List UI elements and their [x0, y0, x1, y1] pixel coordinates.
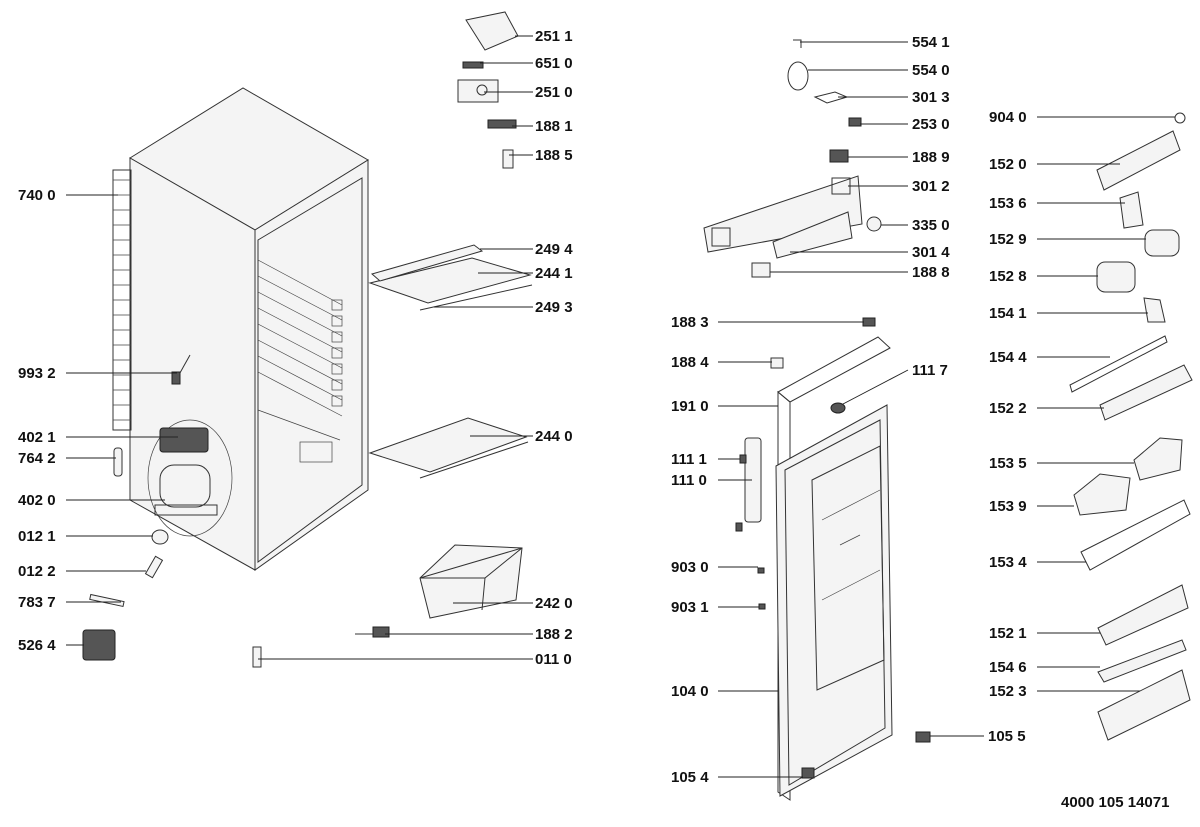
- label-249-4: 249 4: [535, 241, 573, 258]
- label-764-2: 764 2: [18, 450, 56, 467]
- label-301-4: 301 4: [912, 244, 950, 261]
- label-105-4: 105 4: [671, 769, 709, 786]
- label-153-5: 153 5: [989, 455, 1027, 472]
- label-011-0: 011 0: [535, 651, 572, 668]
- label-153-6: 153 6: [989, 195, 1027, 212]
- label-526-4: 526 4: [18, 637, 56, 654]
- label-242-0: 242 0: [535, 595, 573, 612]
- label-301-2: 301 2: [912, 178, 950, 195]
- label-188-3: 188 3: [671, 314, 709, 331]
- label-904-0: 904 0: [989, 109, 1027, 126]
- label-993-2: 993 2: [18, 365, 56, 382]
- label-153-9: 153 9: [989, 498, 1027, 515]
- label-153-4: 153 4: [989, 554, 1027, 571]
- label-249-3: 249 3: [535, 299, 573, 316]
- label-903-1: 903 1: [671, 599, 709, 616]
- label-012-2: 012 2: [18, 563, 56, 580]
- cabinet-drawing: [82, 11, 533, 668]
- label-105-5: 105 5: [988, 728, 1026, 745]
- label-154-1: 154 1: [989, 305, 1027, 322]
- label-554-0: 554 0: [912, 62, 950, 79]
- door-drawing: [703, 39, 1193, 801]
- label-188-9: 188 9: [912, 149, 950, 166]
- label-651-0: 651 0: [535, 55, 573, 72]
- label-188-2: 188 2: [535, 626, 573, 643]
- part-labels: 251 1 651 0 251 0 188 1 188 5 740 0 249 …: [18, 28, 1169, 811]
- label-111-7: 111 7: [912, 362, 948, 379]
- label-104-0: 104 0: [671, 683, 709, 700]
- label-111-1: 111 1: [671, 451, 707, 468]
- label-152-8: 152 8: [989, 268, 1027, 285]
- label-244-1: 244 1: [535, 265, 573, 282]
- label-188-5: 188 5: [535, 147, 573, 164]
- label-111-0: 111 0: [671, 472, 707, 489]
- label-251-1: 251 1: [535, 28, 573, 45]
- label-740-0: 740 0: [18, 187, 56, 204]
- label-301-3: 301 3: [912, 89, 950, 106]
- label-154-6: 154 6: [989, 659, 1027, 676]
- label-402-1: 402 1: [18, 429, 56, 446]
- label-152-2: 152 2: [989, 400, 1027, 417]
- label-012-1: 012 1: [18, 528, 56, 545]
- label-903-0: 903 0: [671, 559, 709, 576]
- label-152-1: 152 1: [989, 625, 1027, 642]
- label-244-0: 244 0: [535, 428, 573, 445]
- label-154-4: 154 4: [989, 349, 1027, 366]
- label-152-9: 152 9: [989, 231, 1027, 248]
- label-554-1: 554 1: [912, 34, 950, 51]
- label-253-0: 253 0: [912, 116, 950, 133]
- leader-lines: [66, 35, 1175, 778]
- document-id: 4000 105 14071: [1061, 794, 1169, 811]
- label-191-0: 191 0: [671, 398, 709, 415]
- label-188-1: 188 1: [535, 118, 573, 135]
- label-152-0: 152 0: [989, 156, 1027, 173]
- label-783-7: 783 7: [18, 594, 56, 611]
- label-251-0: 251 0: [535, 84, 573, 101]
- label-188-4: 188 4: [671, 354, 709, 371]
- label-152-3: 152 3: [989, 683, 1027, 700]
- label-335-0: 335 0: [912, 217, 950, 234]
- label-402-0: 402 0: [18, 492, 56, 509]
- label-188-8: 188 8: [912, 264, 950, 281]
